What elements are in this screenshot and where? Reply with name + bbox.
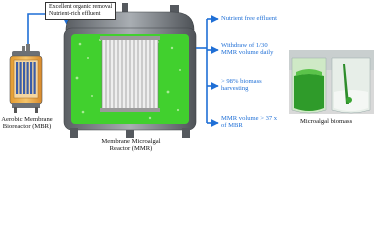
mbr-label-line2: Bioreactor (MBR) xyxy=(2,123,52,131)
outcome-2-line2: MMR volume daily xyxy=(221,49,274,57)
organic-removal-text: Excellent organic removal xyxy=(49,4,113,10)
microalgal-biomass-label: Microalgal biomass xyxy=(300,118,353,125)
process-diagram xyxy=(9,3,374,138)
outcome-1-line1: Nutrient free effluent xyxy=(221,15,277,22)
outcome-4-line2: of MBR xyxy=(221,122,243,130)
mmr-label-line1: Membrane Microalgal xyxy=(101,138,161,145)
mbr-label-line1: Aerobic Membrane xyxy=(1,116,53,123)
nutrient-rich-effluent-text: Nutrient-rich effluent xyxy=(49,11,101,17)
outcome-withdraw: Withdraw of 1/30 MMR volume daily xyxy=(221,42,273,57)
effluent-info-box: Excellent organic removal Nutrient-rich … xyxy=(45,2,117,20)
outcome-nutrient-free: Nutrient free effluent xyxy=(221,15,277,22)
mmr-label: Membrane Microalgal Reactor (MMR) xyxy=(96,138,166,153)
outcome-harvesting: > 98% biomass harvesting xyxy=(221,78,262,93)
outcome-3-line2: harvesting xyxy=(221,85,249,93)
outcome-4-line1: MMR volume > 37 x xyxy=(221,115,278,122)
outcome-2-line1: Withdraw of 1/30 xyxy=(221,42,268,49)
mmr-label-line2: Reactor (MMR) xyxy=(109,145,153,153)
microalgal-biomass-photo xyxy=(289,50,374,114)
mbr-reactor-icon xyxy=(9,44,43,113)
outcome-3-line1: > 98% biomass xyxy=(221,78,262,85)
outcome-mmr-volume: MMR volume > 37 x of MBR xyxy=(221,115,277,130)
output-arrows xyxy=(196,15,219,127)
mmr-reactor-icon xyxy=(63,3,197,138)
mbr-label: Aerobic Membrane Bioreactor (MBR) xyxy=(0,116,54,131)
